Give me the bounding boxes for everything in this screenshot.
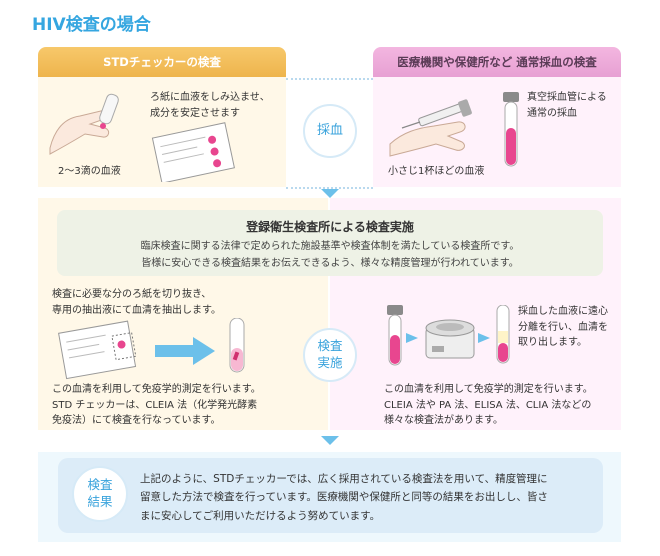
right-arrow-icon [155,337,215,365]
std-method-text: この血清を利用して免疫学的測定を行います。 STD チェッカーは、CLEIA 法… [52,384,261,426]
blood-sample-tube [387,305,403,366]
blood-tube [503,92,519,167]
down-arrow-icon [321,436,339,445]
results-text: 上記のように、STDチェッカーでは、広く採用されている検査法を用いて、精度管理に… [140,473,548,522]
step-collection-circle: 採血 [303,104,357,158]
medical-separation-text: 採血した血液に遠心 分離を行い、血清を 取り出します。 [518,306,608,348]
std-extraction-text: 検査に必要な分のろ紙を切り抜き、 専用の抽出液にて血清を抽出します。 [52,289,221,316]
std-blood-amount: 2～3滴の血液 [58,166,121,177]
step-testing-circle: 検査 実施 [303,328,357,382]
lab-info-box [57,210,603,276]
centrifuge-icon [425,319,475,359]
extraction-tube [229,318,245,373]
step-results-circle: 検査 結果 [72,466,128,522]
medical-method-text: この血清を利用して免疫学的測定を行います。 CLEIA 法や PA 法、ELIS… [384,384,593,426]
lab-title: 登録衛生検査所による検査実施 [246,220,414,234]
medical-blood-amount: 小さじ1杯ほどの血液 [388,166,485,177]
std-collection-caption: ろ紙に血液をしみ込ませ、 成分を安定させます [150,92,270,119]
finger-prick-illustration [49,93,119,155]
cut-filter-paper [58,320,137,380]
dotted-connector [286,187,373,189]
std-checker-header: STDチェッカーの検査 [38,47,286,77]
medical-header: 医療機関や保健所など 通常採血の検査 [373,47,621,77]
down-arrow-icon [321,189,339,198]
vacuum-collection-illustration [389,99,472,157]
dotted-connector [286,78,373,80]
results-box [58,458,603,533]
filter-paper-card [151,122,235,182]
serum-tube [496,305,510,364]
medical-collection-caption: 真空採血管による 通常の採血 [527,92,607,119]
lab-description: 臨床検査に関する法律で定められた施設基準や検査体制を満たしている検査所です。 皆… [140,241,520,269]
small-arrow-icon [478,333,490,343]
small-arrow-icon [406,333,418,343]
page-title: HIV検査の場合 [32,15,151,35]
